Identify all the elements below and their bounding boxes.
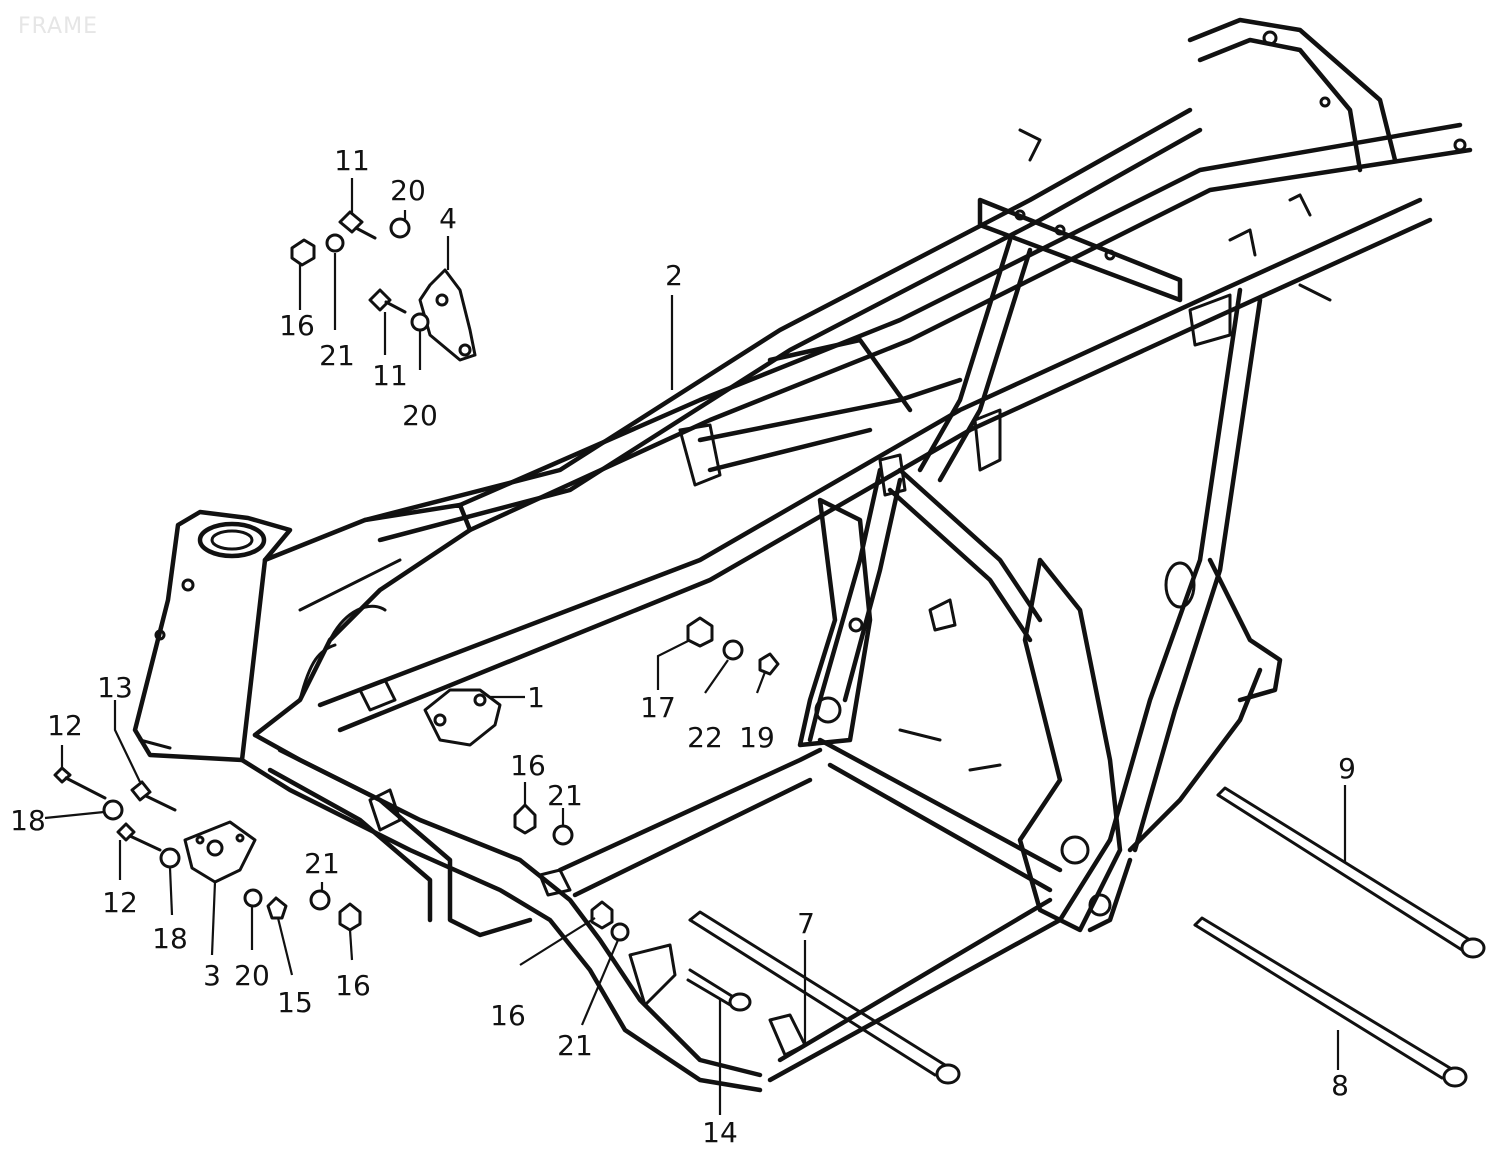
callout-7: 7 [797, 907, 815, 940]
callout-15: 15 [277, 986, 313, 1019]
main-frame-illustration [132, 17, 1473, 1093]
callout-16-center: 16 [510, 749, 546, 782]
callout-21-low: 21 [304, 847, 340, 880]
callout-19: 19 [739, 721, 775, 754]
part-19-washer [758, 652, 780, 676]
part-14-bolt [686, 968, 752, 1012]
leader-lines [44, 178, 1347, 1115]
part-21-washer-center [552, 824, 574, 846]
part-21-washer-lower [309, 889, 331, 911]
part-16-nut-bottom [590, 900, 614, 930]
callout-12-top: 12 [47, 709, 83, 742]
part-16-nut-lower [338, 902, 362, 932]
part-22-washer [722, 639, 744, 661]
callout-16-low: 16 [335, 969, 371, 1002]
callout-18-low: 18 [152, 922, 188, 955]
callout-8: 8 [1331, 1069, 1349, 1102]
callout-2: 2 [665, 259, 683, 292]
callout-11-mid: 11 [372, 359, 408, 392]
loose-parts [53, 210, 1486, 1088]
callout-12-low: 12 [102, 886, 138, 919]
part-21-washer-bottom [610, 922, 630, 942]
part-18-washer-lower [159, 847, 181, 869]
callout-13: 13 [97, 671, 133, 704]
part-16-nut-center [513, 803, 537, 835]
part-12-bolt-upper [53, 766, 72, 784]
callout-20-top: 20 [390, 174, 426, 207]
callout-20-low: 20 [234, 959, 270, 992]
part-7-long-bolt [688, 910, 961, 1085]
part-15-nut [266, 896, 288, 920]
callout-17: 17 [640, 691, 676, 724]
part-4-bracket [418, 268, 477, 362]
callout-20-mid: 20 [402, 399, 438, 432]
part-8-long-bolt [1193, 916, 1468, 1088]
callout-labels: 1 2 3 4 7 8 9 11 11 12 12 13 14 15 16 16… [10, 144, 1356, 1149]
part-20-washer-lower [243, 888, 263, 908]
part-16-nut-top [290, 238, 316, 267]
callout-21-bottom: 21 [557, 1029, 593, 1062]
callout-4: 4 [439, 202, 457, 235]
callout-16-bottom: 16 [490, 999, 526, 1032]
part-18-washer-left [102, 799, 124, 821]
part-11-bolt-mid [368, 288, 392, 312]
part-17-nut [686, 616, 714, 648]
part-20-washer-mid [410, 312, 430, 332]
callout-9: 9 [1338, 752, 1356, 785]
callout-1: 1 [527, 681, 545, 714]
callout-11-top: 11 [334, 144, 370, 177]
callout-14: 14 [702, 1116, 738, 1149]
part-21-washer-top [325, 233, 345, 253]
part-9-long-bolt [1216, 786, 1486, 959]
callout-22: 22 [687, 721, 723, 754]
callout-18-left: 18 [10, 804, 46, 837]
watermark: FRAME [18, 14, 98, 39]
callout-16-top: 16 [279, 309, 315, 342]
callout-3: 3 [203, 959, 221, 992]
callout-21-top: 21 [319, 339, 355, 372]
callout-21-center: 21 [547, 779, 583, 812]
part-20-washer-top [389, 217, 411, 239]
